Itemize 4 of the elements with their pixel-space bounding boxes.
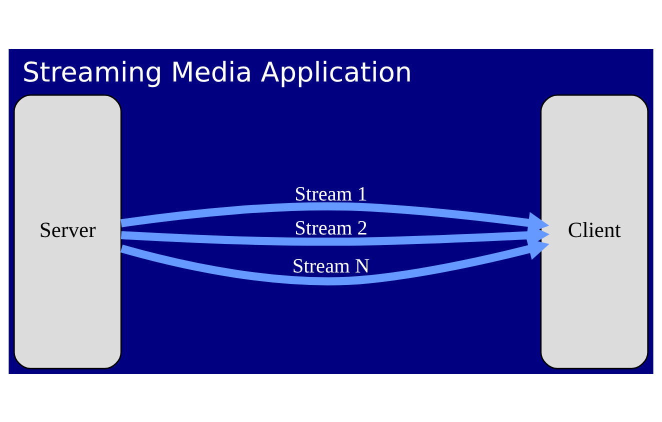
edge-label: Stream 2: [294, 217, 368, 240]
edge-label: Stream 1: [294, 183, 368, 206]
edge-label: Stream N: [292, 254, 370, 277]
diagram-title: Streaming Media Application: [22, 57, 412, 88]
